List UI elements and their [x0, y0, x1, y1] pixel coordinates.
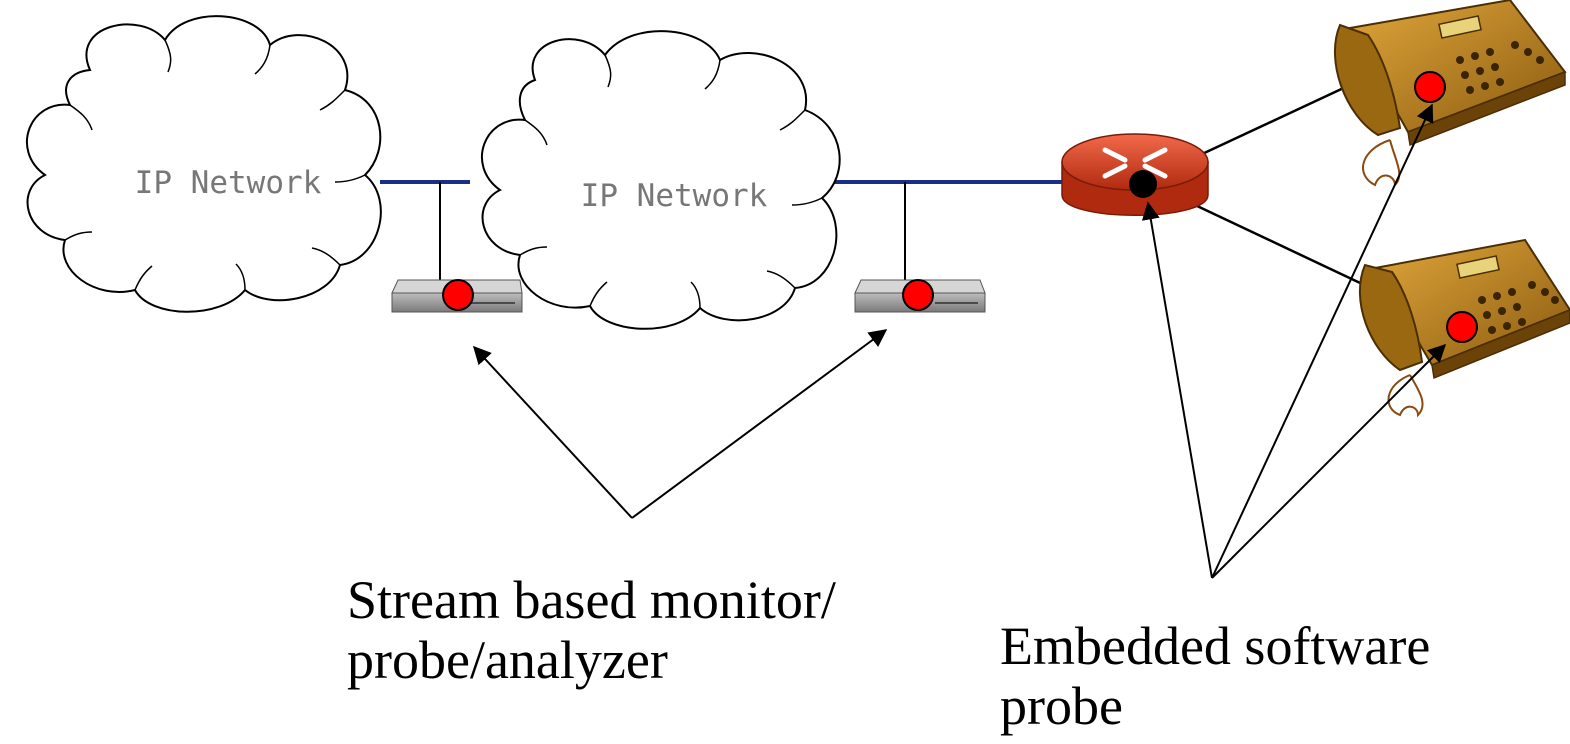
- monitor-1-probe-dot: [442, 279, 474, 311]
- monitor-2-probe-dot: [902, 279, 934, 311]
- router-probe-dot: [1129, 170, 1157, 198]
- link-router-phone-2: [1194, 203, 1376, 292]
- stream-monitor-device-2: [854, 279, 986, 313]
- stream-monitor-caption-line-1: Stream based monitor/: [347, 570, 836, 630]
- embedded-probe-caption-line-2: probe: [1000, 676, 1123, 736]
- link-router-phone-1: [1199, 83, 1351, 157]
- ip-phone-1-icon: [1333, 0, 1567, 188]
- embedded-probe-caption: Embedded software probe: [1000, 616, 1430, 736]
- cloud-2-label: IP Network: [581, 178, 768, 214]
- callout-arrow-to-phone-2: [1211, 343, 1447, 579]
- ip-phone-2-icon: [1358, 238, 1570, 418]
- callout-arrow-to-monitor-1: [472, 345, 633, 519]
- stream-monitor-caption-line-2: probe/analyzer: [347, 630, 668, 690]
- embedded-probe-caption-line-1: Embedded software: [1000, 616, 1431, 676]
- callout-arrow-to-router: [1141, 201, 1213, 579]
- ip-network-cloud-2: IP Network: [481, 30, 841, 330]
- stream-monitor-device-1: [391, 279, 523, 313]
- phone-1-probe-dot: [1414, 71, 1446, 103]
- router-icon: [1061, 133, 1209, 216]
- ip-network-cloud-1: IP Network: [26, 15, 382, 313]
- callout-arrow-to-phone-1: [1211, 103, 1434, 579]
- stream-monitor-caption: Stream based monitor/ probe/analyzer: [347, 570, 836, 690]
- callout-arrow-to-monitor-2: [631, 329, 888, 519]
- cloud-1-label: IP Network: [135, 165, 322, 201]
- phone-2-probe-dot: [1446, 311, 1478, 343]
